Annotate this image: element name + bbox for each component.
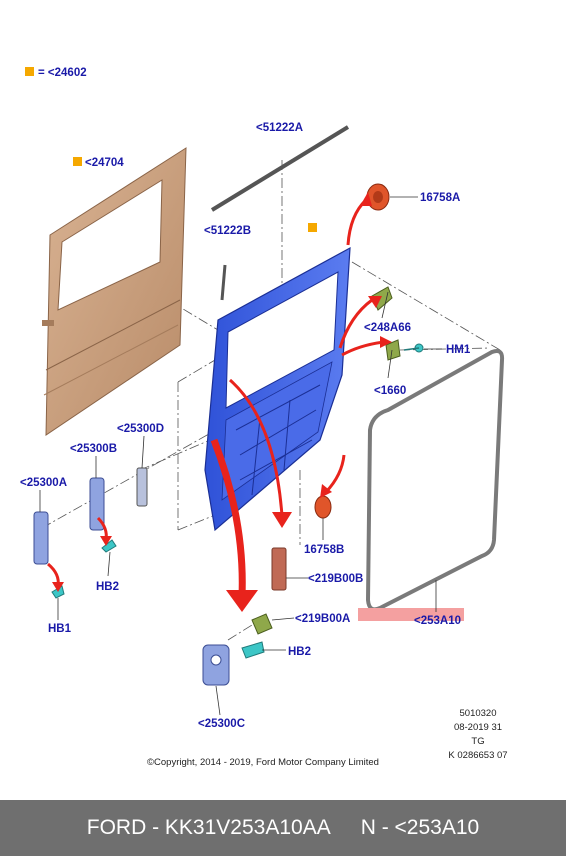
label-248a66: <248A66: [364, 322, 411, 334]
meta-code: 5010320: [460, 708, 497, 719]
label-hb2-lower: HB2: [288, 646, 311, 658]
label-25300b: <25300B: [70, 443, 117, 455]
pad-219b00b: [271, 547, 287, 591]
label-1660: <1660: [374, 385, 406, 397]
meta-kref: K 0286653 07: [448, 750, 507, 761]
label-hm1: HM1: [446, 344, 471, 356]
label-16758b: 16758B: [304, 544, 344, 556]
label-25300a: <25300A: [20, 477, 67, 489]
footer-reference: N - <253A10: [360, 816, 480, 839]
label-219b00a: <219B00A: [295, 613, 350, 625]
hinge-25300d: [136, 467, 148, 507]
footer-part-number: FORD - KK31V253A10AA: [86, 816, 331, 839]
bracket-219b00a: [251, 613, 273, 635]
bracket-1660: [385, 339, 401, 361]
parts-diagram: = <24602: [20, 67, 508, 768]
footer-bar: FORD - KK31V253A10AA N - <253A10: [0, 800, 566, 856]
label-hb2-upper: HB2: [96, 581, 119, 593]
label-219b00b: <219B00B: [308, 573, 363, 585]
outer-door-panel: [42, 147, 187, 436]
frame-legend-square: [308, 223, 317, 232]
label-253a10: <253A10: [414, 615, 461, 627]
weatherstrip-51222a: [210, 125, 350, 212]
label-25300d: <25300D: [117, 423, 164, 435]
label-51222b: <51222B: [204, 225, 251, 237]
inner-door-frame: [204, 246, 351, 532]
leader-lines: [39, 196, 442, 716]
hinge-25300a: [33, 511, 49, 565]
bump-stop-16758b: [314, 495, 332, 519]
legend-square: [25, 67, 34, 76]
panel-legend-square: [73, 157, 82, 166]
label-51222a: <51222A: [256, 122, 303, 134]
construction-lines: [41, 160, 501, 641]
label-hb1: HB1: [48, 623, 72, 635]
label-16758a: 16758A: [420, 192, 460, 204]
weatherstrip-51222b: [220, 264, 227, 301]
hinge-25300b: [89, 477, 105, 531]
meta-date: 08-2019 31: [454, 722, 502, 733]
meta-tg: TG: [471, 736, 484, 747]
label-24704: <24704: [85, 157, 124, 169]
highlight-253a10: [358, 608, 464, 621]
fastener-hb2-upper: [101, 539, 117, 553]
legend-label: = <24602: [38, 67, 87, 79]
fastener-hb2-lower: [241, 641, 265, 659]
bump-stop-16758a: [366, 183, 390, 211]
arrow-heads: [52, 192, 392, 612]
label-25300c: <25300C: [198, 718, 245, 730]
copyright: ©Copyright, 2014 - 2019, Ford Motor Comp…: [147, 757, 379, 768]
fastener-hm1: [403, 343, 424, 353]
hinge-25300c: [202, 644, 230, 686]
